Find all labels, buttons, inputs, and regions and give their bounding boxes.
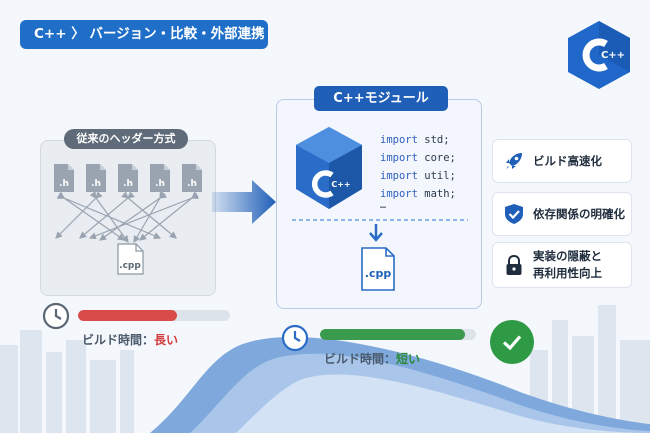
import-line: import math; xyxy=(380,188,456,200)
import-ellipsis: … xyxy=(380,200,387,211)
header-file: .h xyxy=(182,164,202,192)
cube-text: C++ xyxy=(331,180,350,189)
legacy-build-bar-fill xyxy=(78,310,177,321)
module-cube-icon: C++ xyxy=(296,127,362,209)
module-cpp-file-label: .cpp xyxy=(365,267,392,280)
legacy-include-graph: .h .h .h .h .h .cpp xyxy=(54,164,202,275)
module-build-time: ビルド時間：短い xyxy=(324,352,421,366)
header-file-label: .h xyxy=(123,179,133,189)
module-build-bar-fill xyxy=(320,329,466,340)
cpp-logo: C++ xyxy=(568,21,630,89)
down-arrow-icon xyxy=(369,224,383,242)
feature-card-dependencies: 依存関係の明確化 xyxy=(492,192,632,236)
header-file-label: .h xyxy=(91,179,101,189)
feature-card-encapsulation: 実装の隠蔽と 再利用性向上 xyxy=(492,242,632,288)
import-line: import std; xyxy=(380,134,450,146)
header-file-label: .h xyxy=(155,179,165,189)
header-file-label: .h xyxy=(59,179,69,189)
check-icon xyxy=(502,335,522,351)
dependency-arrows xyxy=(55,191,199,244)
modules-panel-title: C++モジュール xyxy=(314,86,448,111)
checkmark-badge xyxy=(490,320,534,364)
rocket-icon xyxy=(506,153,522,169)
logo-text: C++ xyxy=(601,50,625,61)
legacy-panel-title: 従来のヘッダー方式 xyxy=(64,129,188,149)
transition-arrow xyxy=(212,180,276,224)
legacy-build-time: ビルド時間：長い xyxy=(82,333,179,347)
feature-label: 依存関係の明確化 xyxy=(533,206,625,221)
feature-label: 実装の隠蔽と 再利用性向上 xyxy=(533,249,602,280)
import-line: import core; xyxy=(380,152,456,164)
cpp-file-label: .cpp xyxy=(119,261,141,271)
breadcrumb: C++ 〉 バージョン・比較・外部連携 xyxy=(20,20,268,49)
module-build-bar xyxy=(320,329,476,340)
cpp-module-file: .cpp xyxy=(361,247,395,291)
header-file: .h xyxy=(150,164,170,192)
header-file: .h xyxy=(54,164,74,192)
feature-label: ビルド高速化 xyxy=(533,153,602,168)
import-line: import util; xyxy=(380,170,456,182)
lock-icon xyxy=(506,254,522,275)
header-file-label: .h xyxy=(187,179,197,189)
header-file: .h xyxy=(118,164,138,192)
legacy-build-bar xyxy=(78,310,230,321)
feature-card-speed: ビルド高速化 xyxy=(492,139,632,183)
import-list: import std; import core; import util; im… xyxy=(380,131,456,203)
header-file: .h xyxy=(86,164,106,192)
clock-icon xyxy=(42,302,70,330)
module-compile-graph: .cpp xyxy=(292,219,468,291)
clock-icon xyxy=(281,324,309,352)
shield-check-icon xyxy=(505,204,523,224)
cpp-source-file: .cpp xyxy=(117,243,144,275)
